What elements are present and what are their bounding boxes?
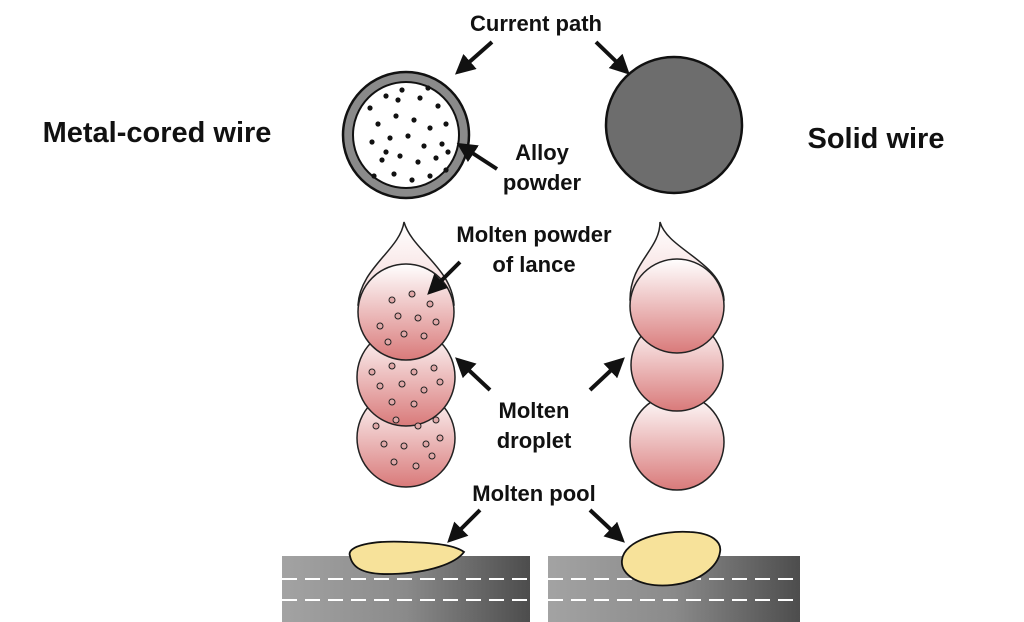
powder-particle bbox=[443, 121, 449, 127]
molten-powder-particle bbox=[420, 386, 428, 394]
molten-powder-particle bbox=[428, 452, 436, 460]
arrow-molten-powder bbox=[427, 260, 462, 295]
powder-particle bbox=[393, 113, 399, 119]
powder-particle bbox=[395, 97, 401, 103]
molten-powder-particle bbox=[376, 382, 384, 390]
molten-powder-particle bbox=[420, 332, 428, 340]
molten-powder-particle bbox=[414, 314, 422, 322]
molten-powder-particle bbox=[426, 300, 434, 308]
powder-particle bbox=[435, 103, 441, 109]
powder-particle bbox=[371, 173, 377, 179]
arrow-molten-droplet-solid bbox=[588, 357, 625, 392]
powder-particle bbox=[391, 171, 397, 177]
powder-particle bbox=[383, 93, 389, 99]
molten-powder-particle bbox=[372, 422, 380, 430]
solid-wire-label: Solid wire bbox=[808, 123, 945, 155]
molten-powder-particle bbox=[410, 400, 418, 408]
powder-particle bbox=[387, 135, 393, 141]
alloy-powder-dots bbox=[367, 85, 451, 183]
powder-particle bbox=[399, 87, 405, 93]
molten-powder-label-line2: of lance bbox=[492, 252, 575, 277]
molten-powder-particle bbox=[394, 312, 402, 320]
powder-particle bbox=[367, 105, 373, 111]
powder-particle bbox=[443, 167, 449, 173]
arrow-molten-pool-metal-cored bbox=[447, 508, 482, 543]
molten-powder-particle bbox=[436, 378, 444, 386]
powder-particle bbox=[445, 149, 451, 155]
current-path-label: Current path bbox=[470, 11, 602, 36]
droplet-top bbox=[629, 258, 725, 354]
droplet-top bbox=[357, 263, 455, 361]
molten-powder-particle bbox=[388, 362, 396, 370]
alloy-powder-label-line2: powder bbox=[503, 170, 582, 195]
molten-powder-particle bbox=[414, 422, 422, 430]
molten-pool-label: Molten pool bbox=[472, 481, 595, 506]
solid-wire-droplet-stack bbox=[629, 221, 725, 491]
molten-powder-particle bbox=[400, 442, 408, 450]
arrow-current-path-metal-cored bbox=[455, 40, 494, 75]
molten-powder-particle bbox=[400, 330, 408, 338]
powder-particle bbox=[427, 173, 433, 179]
molten-powder-label-line1: Molten powder bbox=[456, 222, 612, 247]
powder-particle bbox=[439, 141, 445, 147]
arrow-alloy-powder bbox=[456, 142, 499, 171]
powder-particle bbox=[397, 153, 403, 159]
molten-powder-particle bbox=[430, 364, 438, 372]
molten-powder-particle bbox=[390, 458, 398, 466]
arrow-molten-droplet-metal-cored bbox=[455, 357, 492, 392]
molten-powder-particle bbox=[376, 322, 384, 330]
molten-droplet-label-line1: Molten bbox=[499, 398, 570, 423]
molten-powder-particle bbox=[422, 440, 430, 448]
molten-powder-particle bbox=[410, 368, 418, 376]
metal-cored-wire-label: Metal-cored wire bbox=[43, 117, 272, 149]
powder-particle bbox=[383, 149, 389, 155]
molten-powder-particle bbox=[408, 290, 416, 298]
solid-wire-molten-pool bbox=[621, 530, 722, 587]
molten-powder-particle bbox=[392, 416, 400, 424]
powder-particle bbox=[421, 143, 427, 149]
powder-particle bbox=[379, 157, 385, 163]
molten-powder-particle bbox=[388, 296, 396, 304]
molten-powder-particle bbox=[384, 338, 392, 346]
molten-powder-particle bbox=[432, 318, 440, 326]
powder-particle bbox=[405, 133, 411, 139]
powder-particle bbox=[433, 155, 439, 161]
powder-particle bbox=[409, 177, 415, 183]
molten-powder-particle bbox=[368, 368, 376, 376]
metal-cored-molten-pool bbox=[348, 540, 466, 575]
powder-particle bbox=[425, 85, 431, 91]
powder-particle bbox=[369, 139, 375, 145]
arrow-current-path-solid bbox=[594, 40, 630, 75]
powder-particle bbox=[375, 121, 381, 127]
molten-powder-particle bbox=[388, 398, 396, 406]
molten-powder-particle bbox=[398, 380, 406, 388]
molten-powder-particle bbox=[436, 434, 444, 442]
molten-powder-particle bbox=[432, 416, 440, 424]
powder-particle bbox=[427, 125, 433, 131]
molten-powder-dots bbox=[368, 290, 444, 470]
powder-particle bbox=[411, 117, 417, 123]
arrow-molten-pool-solid bbox=[588, 508, 625, 543]
solid-wire-cross-section bbox=[604, 55, 744, 195]
molten-droplet-label-line2: droplet bbox=[497, 428, 572, 453]
powder-particle bbox=[415, 159, 421, 165]
metal-cored-droplet-stack bbox=[356, 221, 456, 488]
molten-powder-particle bbox=[412, 462, 420, 470]
molten-powder-particle bbox=[380, 440, 388, 448]
metal-cored-wire-cross-section bbox=[341, 70, 471, 200]
alloy-powder-label-line1: Alloy bbox=[515, 140, 570, 165]
powder-particle bbox=[417, 95, 423, 101]
